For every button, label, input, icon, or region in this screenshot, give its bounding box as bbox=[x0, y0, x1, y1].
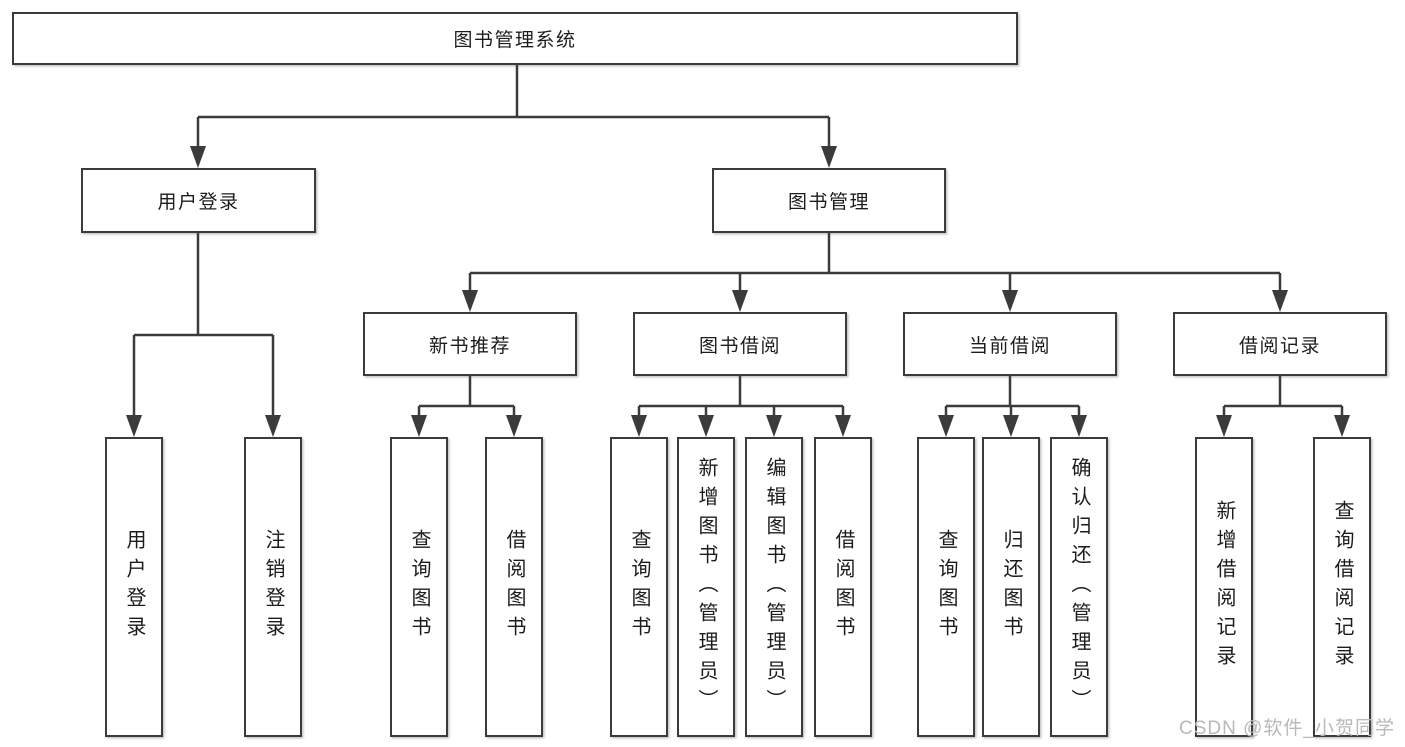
node-label: 编辑图书（管理员） bbox=[763, 456, 785, 718]
node-label: 查询图书 bbox=[408, 529, 430, 645]
node-label: 新增借阅记录 bbox=[1213, 500, 1235, 674]
node-label: 借阅记录 bbox=[1238, 335, 1321, 357]
node-label: 注销登录 bbox=[262, 529, 284, 645]
node-label: 图书管理系统 bbox=[453, 30, 577, 51]
node-user-login: 用户登录 bbox=[81, 168, 316, 233]
node-label: 借阅图书 bbox=[503, 529, 525, 645]
node-leaf-query-borrow-record: 查询借阅记录 bbox=[1313, 437, 1371, 737]
node-label: 当前借阅 bbox=[968, 335, 1051, 357]
node-leaf-query-books-current: 查询图书 bbox=[917, 437, 975, 737]
node-current-borrow: 当前借阅 bbox=[903, 312, 1117, 376]
node-leaf-user-login: 用户登录 bbox=[105, 437, 163, 737]
node-leaf-borrow-books-borrow: 借阅图书 bbox=[814, 437, 872, 737]
node-leaf-return-book: 归还图书 bbox=[982, 437, 1040, 737]
node-label: 用户登录 bbox=[123, 529, 145, 645]
node-book-management: 图书管理 bbox=[712, 168, 946, 233]
node-new-book-recommend: 新书推荐 bbox=[363, 312, 577, 376]
node-leaf-logout: 注销登录 bbox=[244, 437, 302, 737]
node-leaf-edit-book-admin: 编辑图书（管理员） bbox=[745, 437, 803, 737]
node-label: 查询借阅记录 bbox=[1331, 500, 1353, 674]
node-label: 归还图书 bbox=[1000, 529, 1022, 645]
node-leaf-query-books-recommend: 查询图书 bbox=[390, 437, 448, 737]
node-borrow-records: 借阅记录 bbox=[1173, 312, 1387, 376]
node-leaf-borrow-books-recommend: 借阅图书 bbox=[485, 437, 543, 737]
node-book-borrow: 图书借阅 bbox=[633, 312, 847, 376]
node-leaf-add-borrow-record: 新增借阅记录 bbox=[1195, 437, 1253, 737]
node-label: 查询图书 bbox=[628, 529, 650, 645]
node-label: 图书管理 bbox=[787, 192, 870, 213]
watermark: CSDN @软件_小贺同学 bbox=[1179, 718, 1395, 739]
node-label: 新增图书（管理员） bbox=[695, 456, 717, 718]
node-leaf-add-book-admin: 新增图书（管理员） bbox=[677, 437, 735, 737]
node-library-system: 图书管理系统 bbox=[12, 12, 1018, 65]
node-label: 用户登录 bbox=[157, 192, 240, 213]
node-leaf-confirm-return-admin: 确认归还（管理员） bbox=[1050, 437, 1108, 737]
node-label: 新书推荐 bbox=[428, 335, 511, 357]
node-label: 借阅图书 bbox=[832, 529, 854, 645]
node-label: 查询图书 bbox=[935, 529, 957, 645]
node-label: 图书借阅 bbox=[698, 335, 781, 357]
node-label: 确认归还（管理员） bbox=[1068, 456, 1090, 718]
node-leaf-query-books-borrow: 查询图书 bbox=[610, 437, 668, 737]
